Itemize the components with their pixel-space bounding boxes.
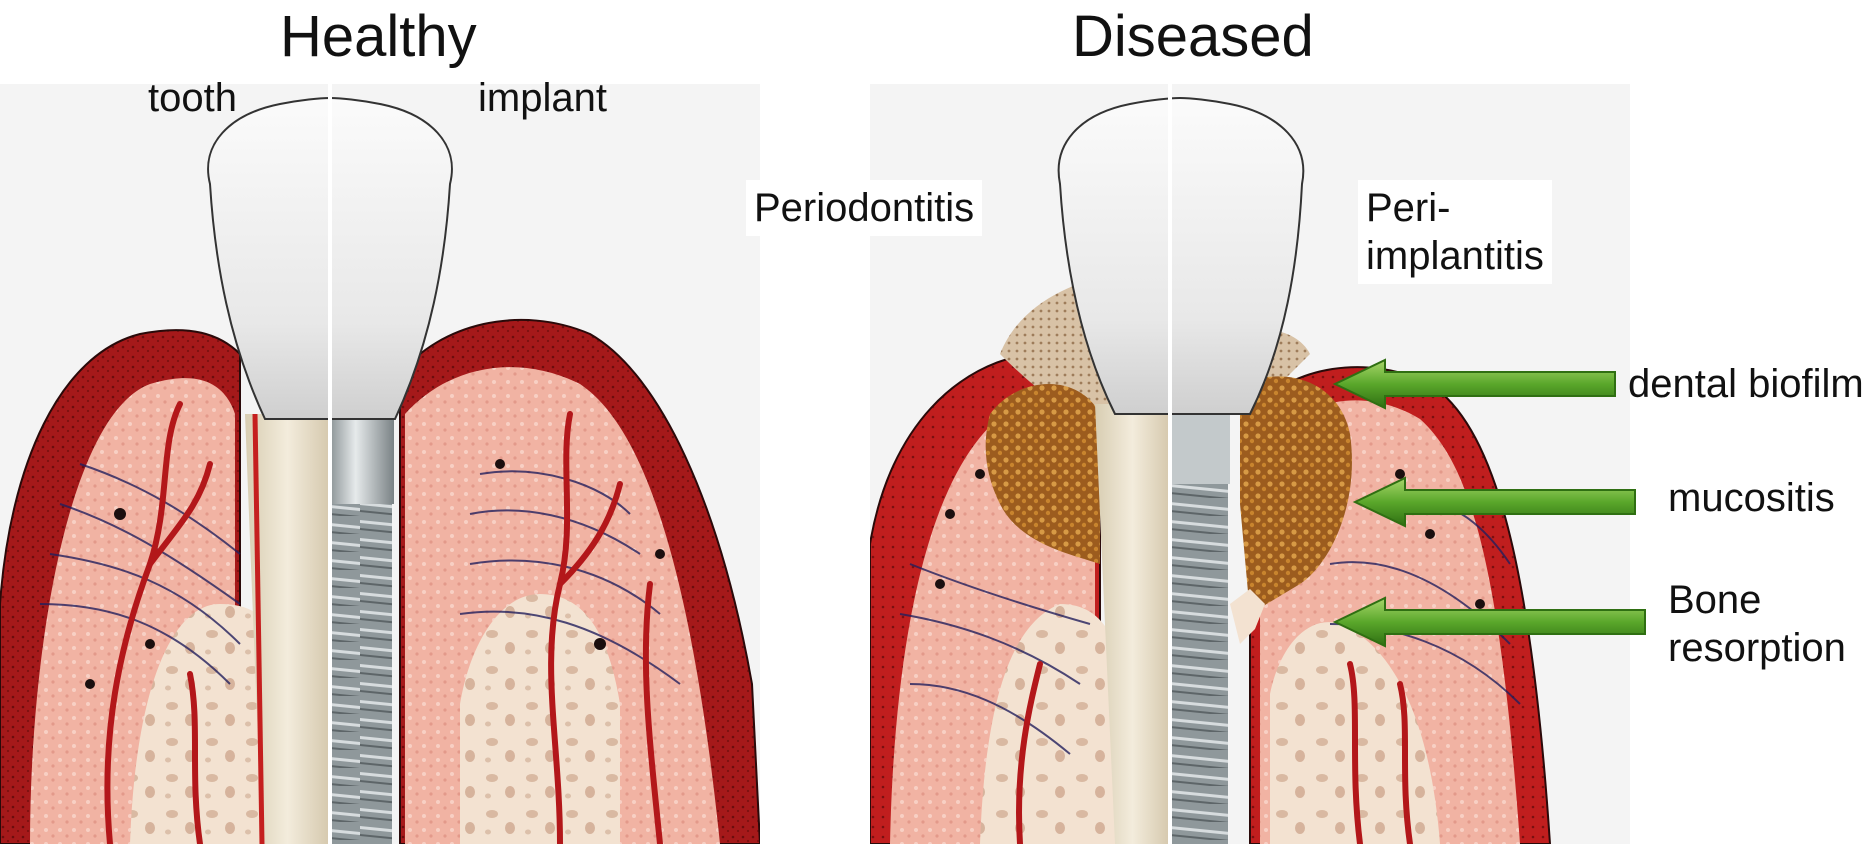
- bone-resorption-arrow: [1325, 592, 1655, 652]
- peri-implantitis-label: Peri- implantitis: [1358, 180, 1552, 284]
- bone-resorption-label: Bone resorption: [1668, 576, 1846, 672]
- mucositis-arrow: [1345, 472, 1645, 532]
- implant-label: implant: [478, 74, 607, 122]
- healthy-title: Healthy: [280, 2, 477, 72]
- dental-biofilm-arrow: [1325, 354, 1625, 414]
- tooth-label: tooth: [148, 74, 237, 122]
- bone-resorption-line2: resorption: [1668, 624, 1846, 672]
- peri-implantitis-line1: Peri-: [1366, 184, 1544, 232]
- mucositis-label: mucositis: [1668, 474, 1835, 522]
- periodontitis-label: Periodontitis: [746, 180, 982, 236]
- diseased-title: Diseased: [1072, 2, 1314, 72]
- healthy-illustration: [0, 84, 760, 844]
- bone-resorption-line1: Bone: [1668, 576, 1846, 624]
- dental-biofilm-label: dental biofilm: [1628, 360, 1864, 408]
- peri-implantitis-line2: implantitis: [1366, 232, 1544, 280]
